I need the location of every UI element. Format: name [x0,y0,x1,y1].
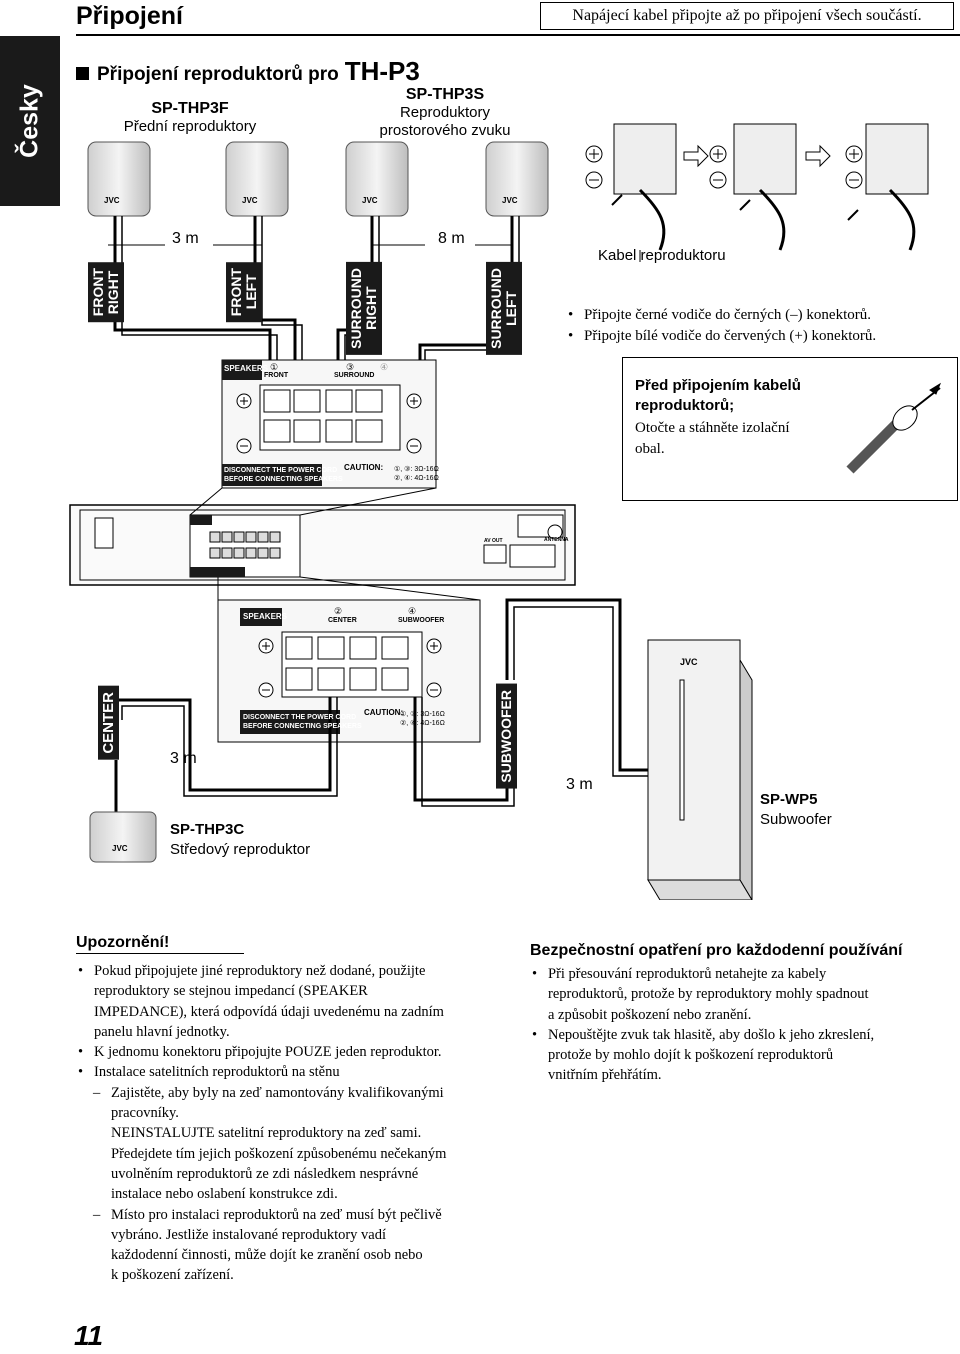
length-surround: 8 m [438,230,465,247]
prep-title-2: reproduktorů; [635,397,735,414]
panel-n1-upper: ① [270,362,279,372]
safety-block: Bezpečnostní opatření pro každodenní pou… [530,942,956,1086]
panel-subwoofer-lower: SUBWOOFER [398,617,445,624]
brand-subwoofer: JVC [680,657,698,667]
center-speaker-label: SP-THP3C Středový reproduktor [170,820,310,860]
brand-front-left: JVC [242,196,258,205]
cable-instructions: Připojte černé vodiče do černých (–) kon… [566,305,956,347]
brand-surround-left: JVC [502,196,518,205]
panel-surround-upper: SURROUND [334,372,375,379]
speaker-panel-lower [217,599,481,743]
panel-n4-upper: ④ [380,362,389,372]
panel-center-lower: CENTER [328,617,357,624]
panel-n2-lower: ② [334,606,343,616]
speaker-front-left [225,141,289,217]
surround-desc-1: Reproduktory [399,104,491,121]
rear-antenna: ANTENNA [544,537,569,543]
length-front: 3 m [172,230,199,247]
panel-front-upper: FRONT [264,372,289,379]
tag-center: CENTER [98,686,119,760]
length-subwoofer: 3 m [566,776,593,793]
page-title: Připojení [76,2,183,30]
center-speaker [89,811,157,863]
panel-caution-lower: CAUTION: [364,708,404,717]
front-model: SP-THP3F [151,100,229,117]
safety-title: Bezpečnostní opatření pro každodenní pou… [530,942,903,959]
center-model: SP-THP3C [170,821,245,838]
subwoofer-model: SP-WP5 [760,791,818,808]
subwoofer-desc: Subwoofer [760,811,832,828]
caution-block: Upozornění! Pokud připojujete jiné repro… [76,934,520,1286]
insulation-strip-illustration [846,382,942,474]
wiring-diagram [69,123,942,900]
panel-n4-lower: ④ [408,606,417,616]
surround-model: SP-THP3S [405,86,485,103]
section-model: TH-P3 [344,56,420,86]
section-heading: Připojení reproduktorů pro TH-P3 [76,56,420,87]
brand-center: JVC [112,844,128,853]
title-divider [76,34,960,36]
panel-speakers-upper: SPEAKERS [224,364,269,373]
caution-bullet-1: Pokud připojujete jiné reproduktory než … [76,961,520,1042]
instruction-white: Připojte bílé vodiče do červených (+) ko… [566,326,956,347]
front-speaker-label: SP-THP3F Přední reproduktory [90,100,290,136]
panel-speakers-lower: SPEAKERS [243,612,288,621]
caution-dash-2: Místo pro instalaci reproduktorů na zeď … [76,1205,520,1226]
prep-title-1: Před připojením kabelů [635,377,801,394]
page-number: 11 [74,1320,104,1351]
main-unit-rear-panel [69,504,576,586]
brand-surround-right: JVC [362,196,378,205]
speaker-surround-left [485,141,549,217]
instruction-black: Připojte černé vodiče do černých (–) kon… [566,305,956,326]
tag-subwoofer: SUBWOOFER [496,684,517,789]
caution-bullet-3: Instalace satelitních reproduktorů na st… [76,1062,520,1083]
safety-bullet-2: Nepouštějte zvuk tak hlasitě, aby došlo … [530,1025,956,1086]
subwoofer-label: SP-WP5 Subwoofer [760,790,832,830]
front-desc: Přední reproduktory [123,118,257,135]
surround-speaker-label: SP-THP3S Reproduktory prostorového zvuku [350,86,540,140]
prep-note-box: Před připojením kabelů reproduktorů; Oto… [622,357,958,501]
speaker-panel-upper [221,359,437,489]
prep-text-1: Otočte a stáhněte izolační [635,420,790,436]
cable-label: Kabel reproduktoru [598,247,726,264]
speaker-front-right [87,141,151,217]
caution-title: Upozornění! [76,934,170,951]
power-cord-notice: Napájecí kabel připojte až po připojení … [540,2,954,30]
length-center: 3 m [170,750,197,767]
caution-bullet-2: K jednomu konektoru připojujte POUZE jed… [76,1042,520,1063]
safety-bullet-1: Při přesouvání reproduktorů netahejte za… [530,964,956,1025]
bullet-square-icon [76,67,89,80]
rear-av-out: AV OUT [484,538,503,544]
subwoofer-cabinet [647,639,753,900]
section-heading-text: Připojení reproduktorů pro [97,64,339,85]
prep-text-2: obal. [635,441,665,457]
panel-n3-upper: ③ [346,362,355,372]
speaker-surround-right [345,141,409,217]
caution-dash-1: Zajistěte, aby byly na zeď namontovány k… [76,1083,520,1104]
panel-caution-upper: CAUTION: [344,463,384,472]
center-desc: Středový reproduktor [170,841,311,858]
surround-desc-2: prostorového zvuku [379,122,511,139]
terminal-steps [585,123,929,262]
brand-front-right: JVC [104,196,120,205]
language-tab: Česky [0,36,60,206]
